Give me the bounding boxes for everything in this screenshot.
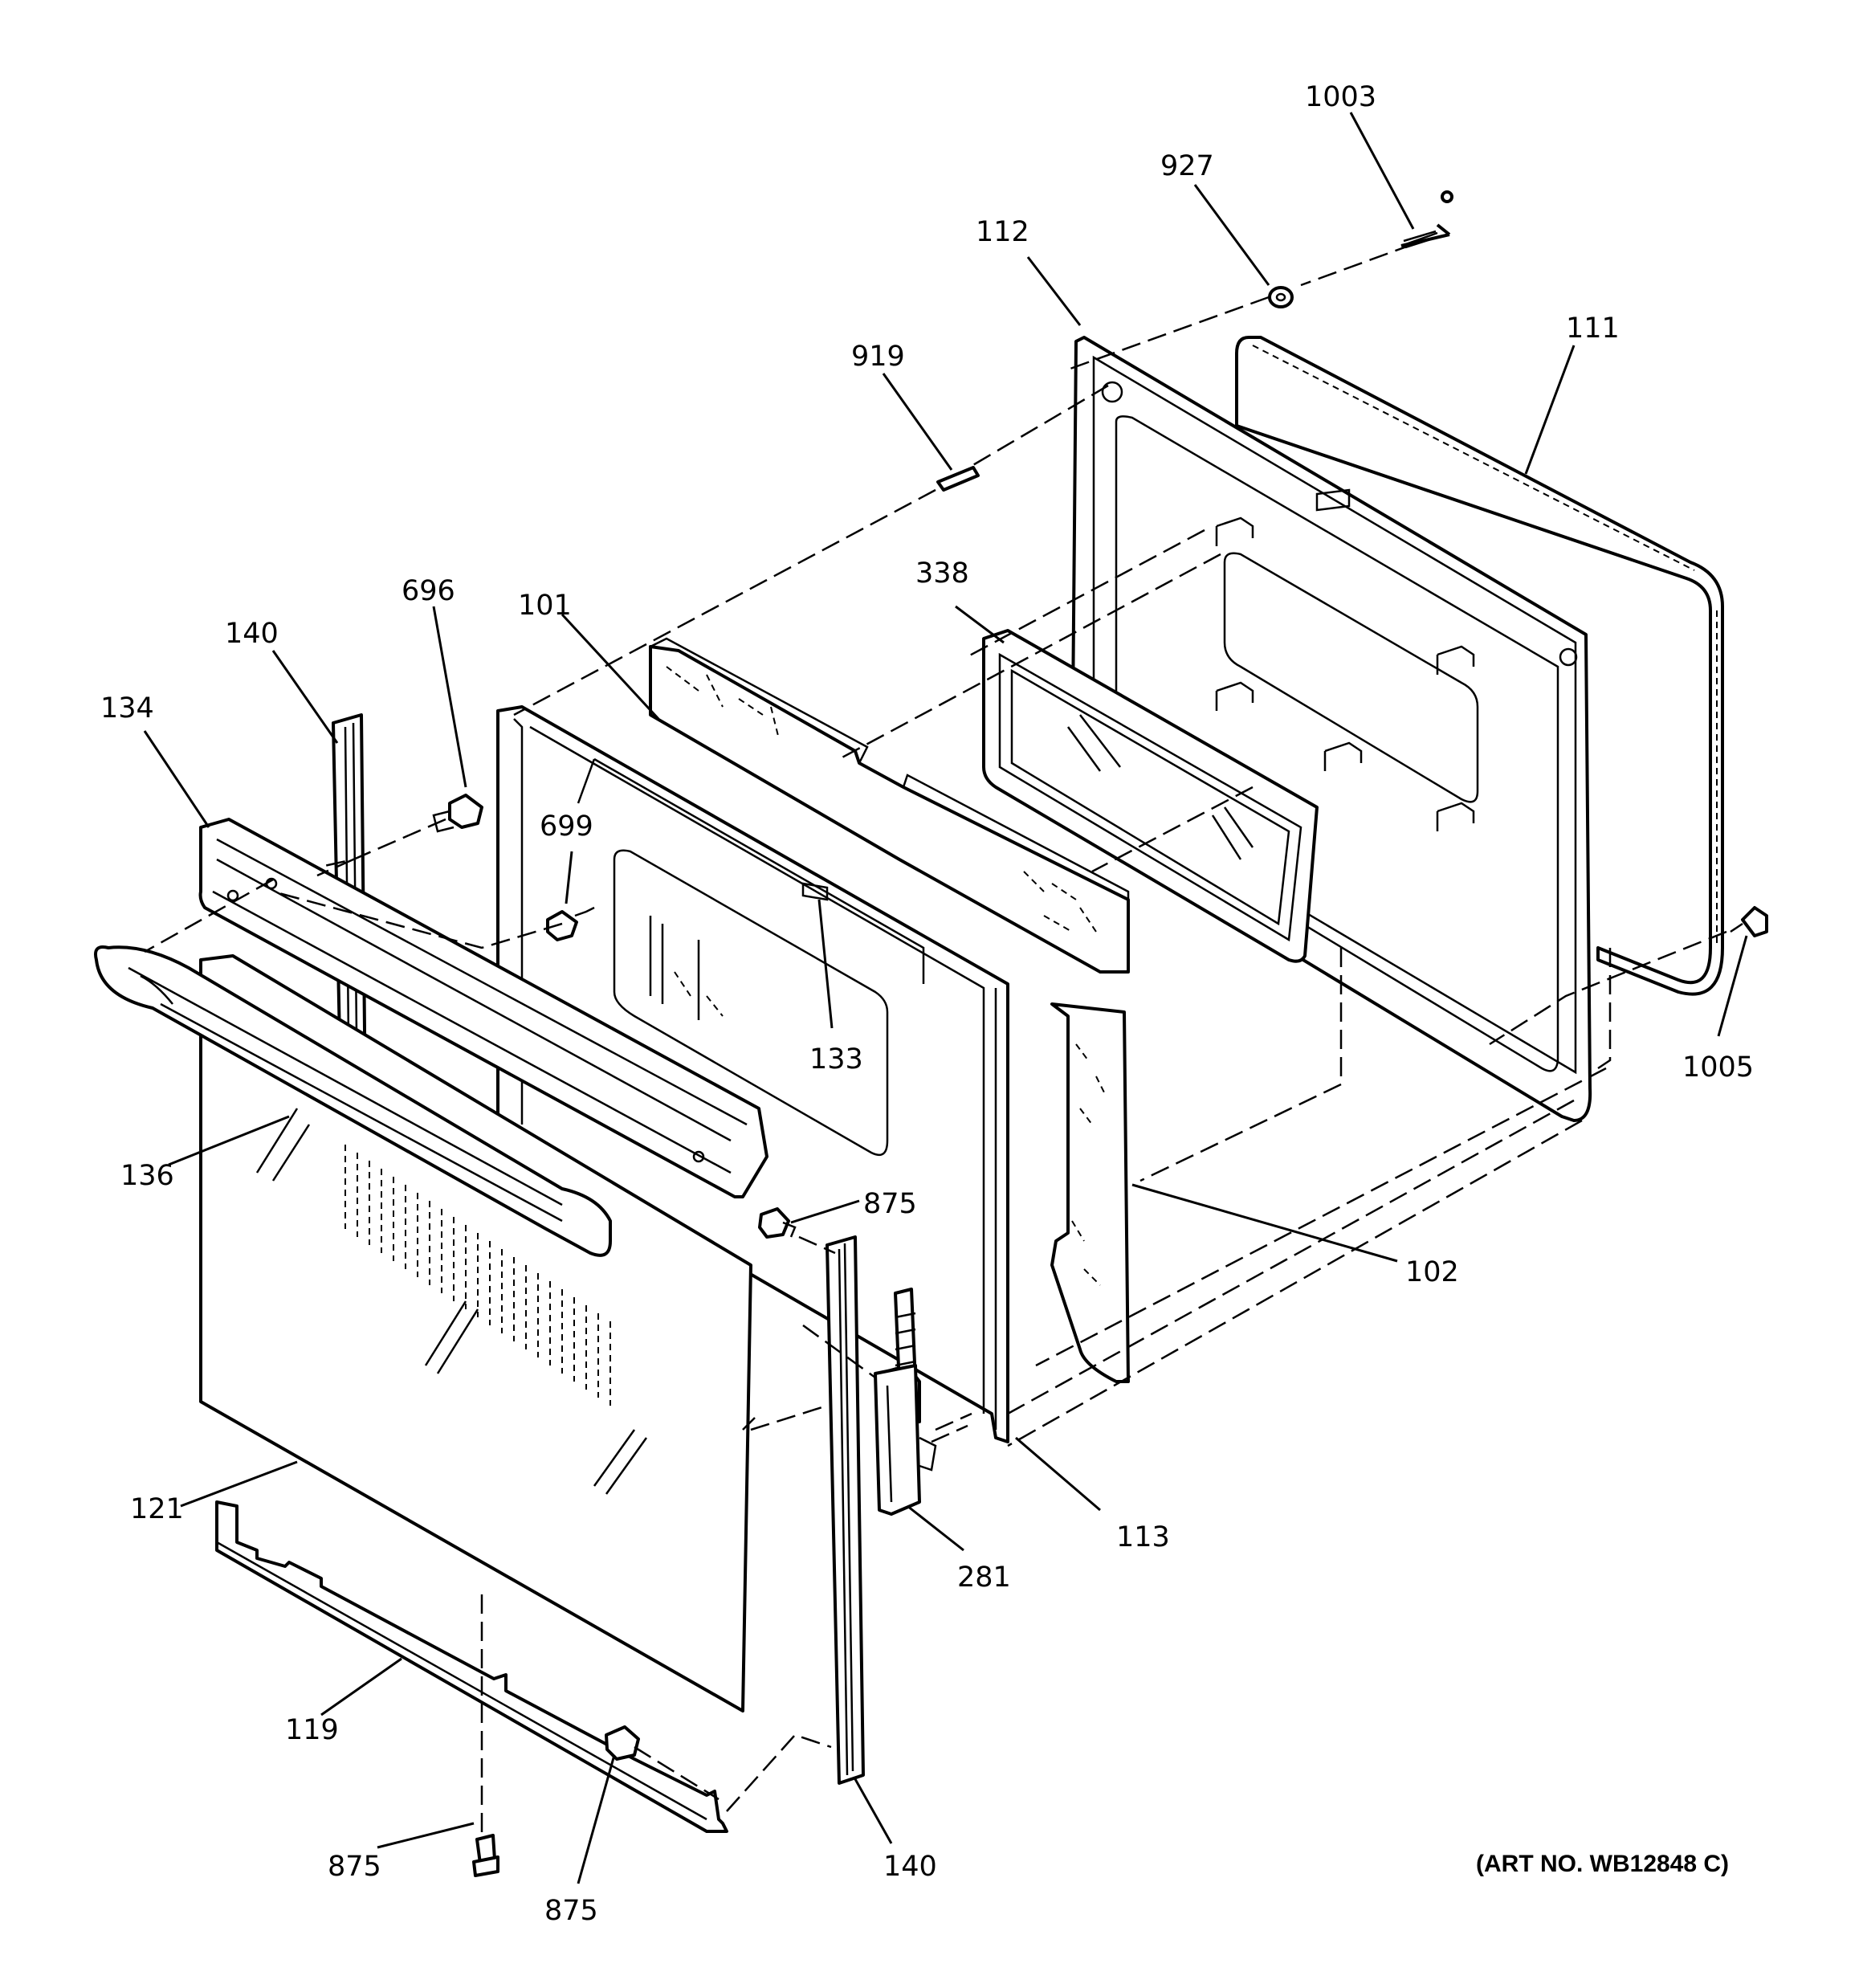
part-101-door-insulation (649, 637, 1130, 1383)
part-338-inner-window (982, 629, 1319, 963)
callout-1003: 1003 (1305, 81, 1376, 113)
callout-875-upper: 875 (863, 1188, 917, 1220)
part-119-bottom-trim (215, 1500, 728, 1833)
callout-338: 338 (915, 557, 969, 590)
callout-875-trim: 875 (544, 1895, 598, 1927)
part-696-screw (432, 794, 483, 833)
callout-133: 133 (809, 1043, 863, 1076)
assembly-lines (144, 243, 1727, 1839)
part-281-door-hinge (874, 1288, 937, 1516)
callout-1005: 1005 (1682, 1051, 1754, 1084)
callout-140-rear: 140 (225, 618, 279, 650)
callout-281: 281 (957, 1561, 1011, 1594)
part-136-door-handle (94, 945, 612, 1257)
part-134-vent-trim (198, 818, 768, 1198)
callout-140-front: 140 (883, 1851, 937, 1883)
callout-101: 101 (518, 590, 572, 622)
part-919-spacer (936, 466, 980, 492)
callout-112: 112 (976, 216, 1029, 248)
callout-919: 919 (851, 341, 905, 373)
leader-lines (143, 112, 1748, 1884)
callout-696: 696 (402, 575, 455, 607)
callout-121: 121 (130, 1493, 184, 1525)
callout-labels: 1003 927 112 111 919 338 696 101 140 134… (100, 81, 1754, 1927)
part-111-door-gasket (1235, 336, 1724, 996)
callout-134: 134 (100, 692, 154, 725)
part-875-screw-upper (758, 1207, 797, 1239)
part-927-washer (1268, 286, 1294, 308)
part-121-outer-door-panel (199, 954, 752, 1712)
callout-875-bottom: 875 (328, 1851, 381, 1883)
part-140-hinge-channel-front (826, 1235, 865, 1785)
part-875-screw-bottom (472, 1834, 499, 1877)
callout-136: 136 (120, 1160, 174, 1192)
callout-119: 119 (285, 1714, 339, 1746)
callout-113: 113 (1116, 1521, 1170, 1553)
callout-111: 111 (1566, 312, 1620, 345)
part-1005-screw (1730, 906, 1768, 937)
callout-699: 699 (540, 810, 593, 843)
callout-927: 927 (1160, 150, 1214, 182)
part-699-screw (546, 906, 595, 941)
art-number: (ART NO. WB12848 C) (1476, 1851, 1729, 1877)
callout-102: 102 (1405, 1256, 1459, 1288)
part-875-screw-trim (605, 1725, 640, 1761)
